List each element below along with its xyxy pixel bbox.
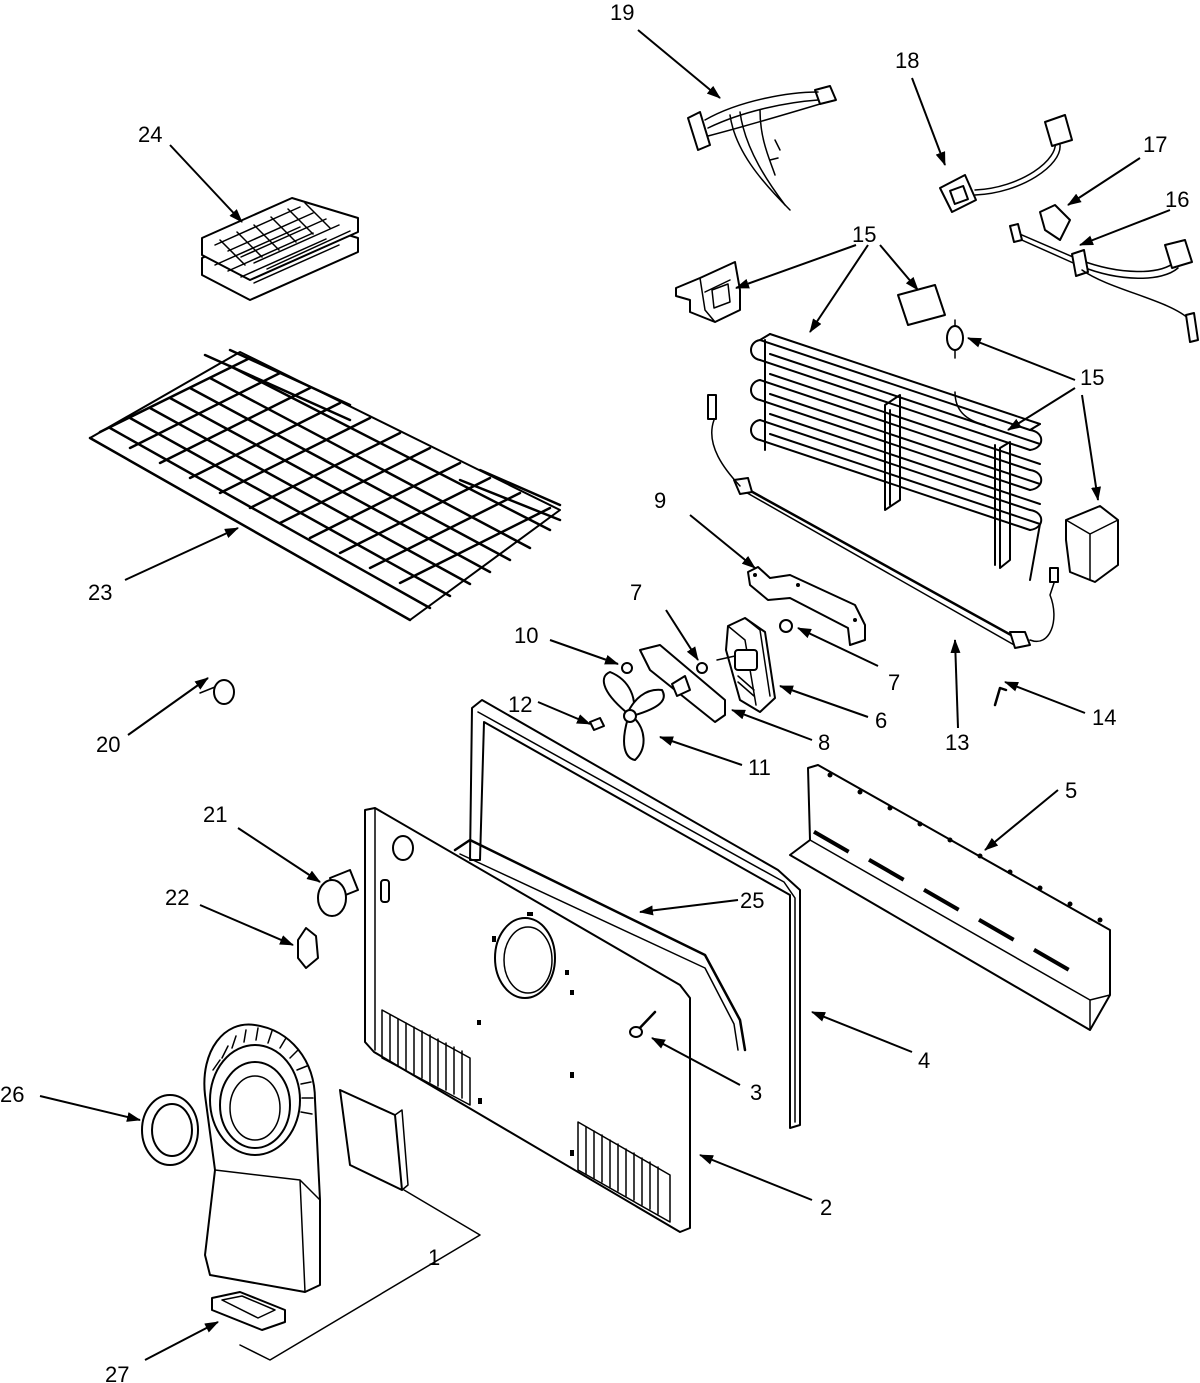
callout-15-right: 15: [1080, 365, 1104, 390]
callout-7-right: 7: [888, 670, 900, 695]
callout-1: 1: [428, 1245, 440, 1270]
part-coil-pad: [897, 284, 946, 326]
callout-21: 21: [203, 802, 227, 827]
part-plug: [199, 679, 235, 705]
callout-14: 14: [1092, 705, 1116, 730]
part-evaporator-coil: [750, 333, 1043, 581]
callout-18: 18: [895, 48, 919, 73]
part-ice-cube-trays: [201, 197, 359, 301]
part-gasket: [469, 699, 801, 1129]
part-foam-block: [211, 1291, 286, 1331]
part-defrost-heater: [707, 394, 1059, 649]
part-lens: [297, 927, 319, 969]
part-coil-end-bracket-left: [675, 261, 741, 323]
part-nut-a: [696, 662, 708, 674]
callout-6: 6: [875, 708, 887, 733]
callout-22: 22: [165, 885, 189, 910]
callout-3: 3: [750, 1080, 762, 1105]
callout-13: 13: [945, 730, 969, 755]
callout-16: 16: [1165, 187, 1189, 212]
part-screw: [629, 1010, 657, 1038]
callout-20: 20: [96, 732, 120, 757]
part-wire-clip: [1039, 204, 1071, 241]
callout-15-top: 15: [852, 222, 876, 247]
callout-11: 11: [748, 755, 771, 780]
part-button: [317, 869, 359, 917]
part-nut-b: [779, 619, 793, 633]
callout-7-left: 7: [630, 580, 642, 605]
callout-8: 8: [818, 730, 830, 755]
part-fan-blade: [602, 671, 665, 761]
callout-26: 26: [0, 1082, 24, 1107]
callout-leaders: [39, 29, 1171, 1361]
part-clip: [993, 686, 1008, 707]
part-thermostat-harness: [1009, 223, 1199, 343]
callout-10: 10: [514, 623, 538, 648]
part-nut: [621, 662, 633, 674]
part-wire-shelf: [88, 348, 562, 622]
callout-25: 25: [740, 888, 764, 913]
callout-4: 4: [918, 1048, 930, 1073]
part-fastener: [589, 717, 605, 731]
callout-24: 24: [138, 122, 162, 147]
part-tube: [453, 838, 747, 1052]
callout-23: 23: [88, 580, 112, 605]
part-sensor-harness: [939, 114, 1073, 213]
callout-5: 5: [1065, 778, 1077, 803]
callout-17: 17: [1143, 132, 1167, 157]
part-fan-motor: [716, 617, 776, 713]
part-motor-bracket: [639, 644, 726, 723]
callout-12: 12: [508, 692, 532, 717]
part-cover-plate: [339, 1089, 409, 1191]
part-coil-drier: [946, 319, 964, 359]
callout-9: 9: [654, 488, 666, 513]
part-coil-end-bracket-right: [1065, 505, 1119, 583]
part-back-panel: [364, 807, 691, 1233]
part-mount-bracket: [747, 566, 866, 646]
part-channel-rail: [789, 764, 1111, 1031]
callout-1-bracket: [239, 1189, 481, 1361]
callout-19: 19: [610, 0, 634, 25]
part-ring: [141, 1094, 199, 1166]
part-wire-harness: [687, 85, 837, 211]
callout-2: 2: [820, 1195, 832, 1220]
callout-27: 27: [105, 1362, 129, 1383]
part-air-duct: [203, 1023, 321, 1293]
